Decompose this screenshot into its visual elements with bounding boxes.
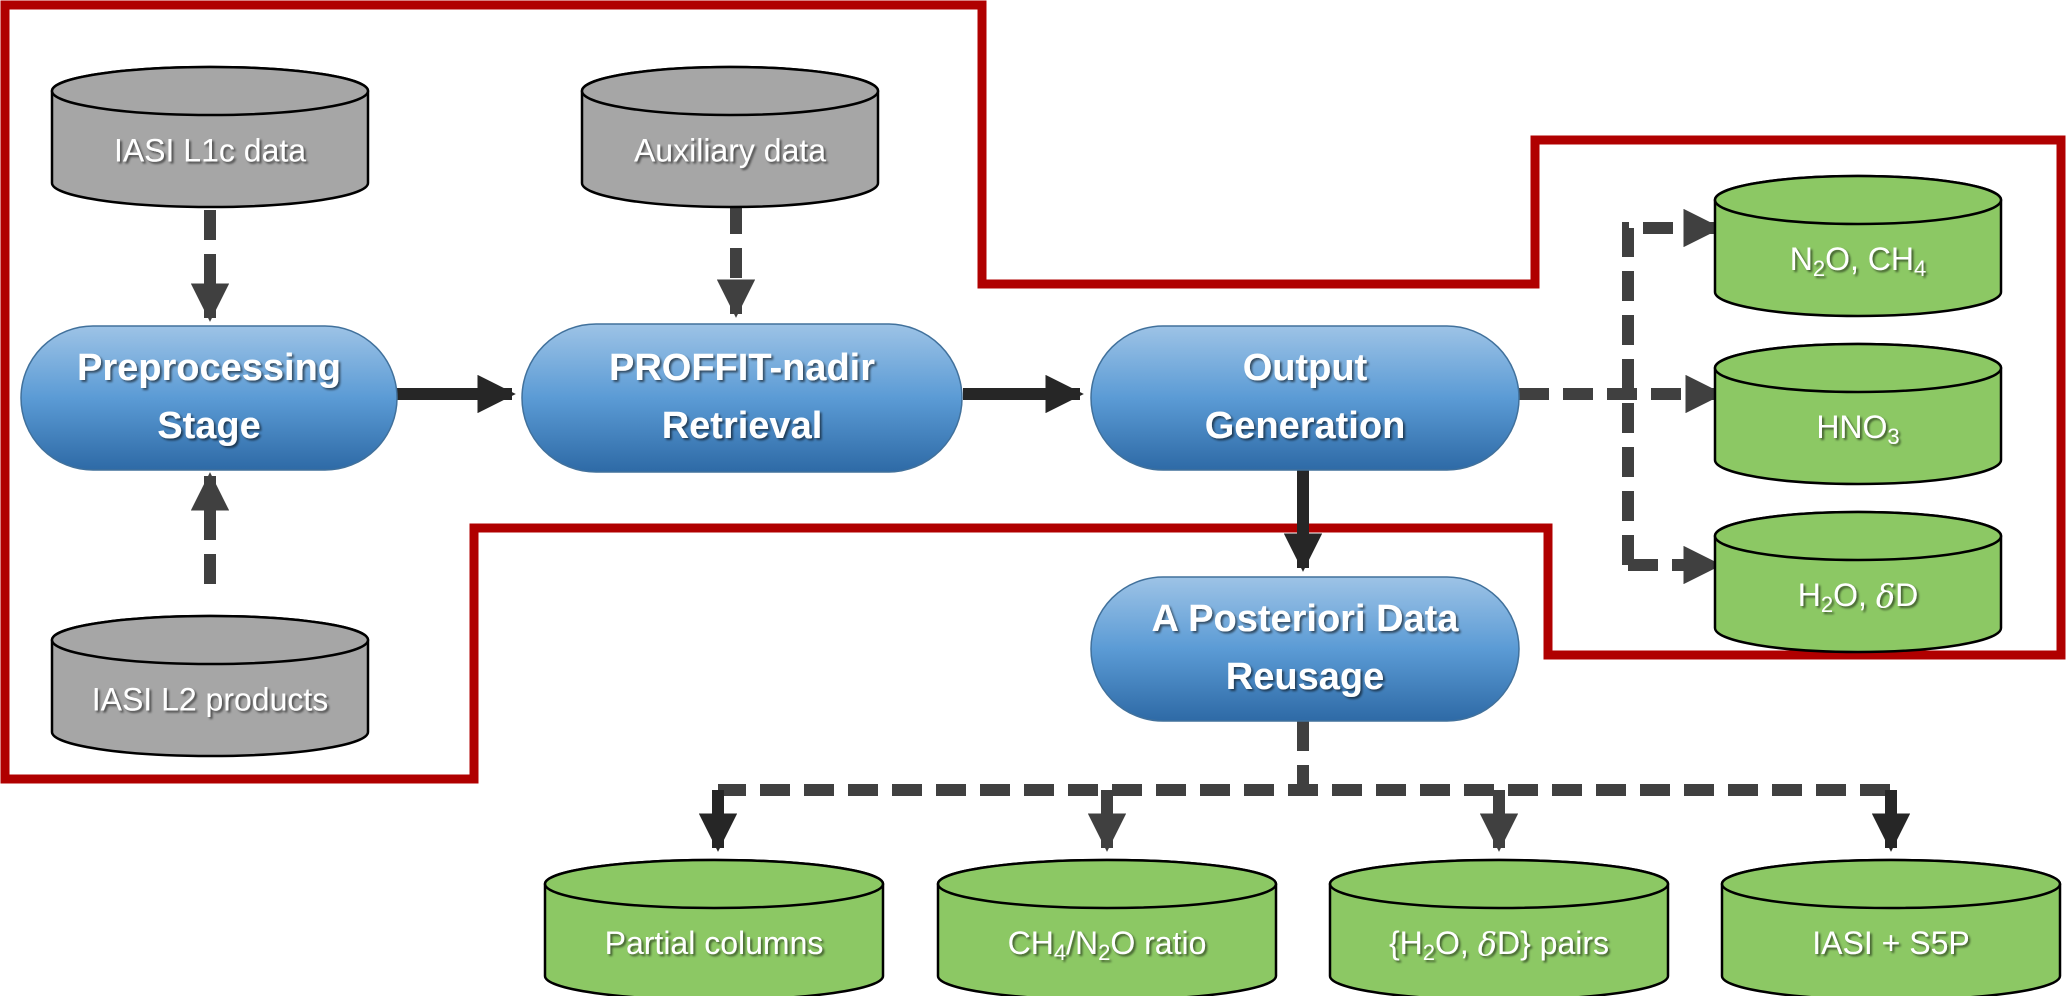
label-part: δ [1478,925,1497,963]
database-label: CH4/N2O ratio [1008,925,1207,964]
process-shape [521,323,963,473]
database-iasi-l2: IASI L2 products [50,614,370,758]
cylinder-top [936,858,1278,910]
process-label-line1: PROFFIT-nadir [609,347,875,389]
label-part: D} pairs [1497,925,1609,961]
label-part: O, CH [1825,241,1914,277]
cylinder-top [50,65,370,117]
database-h2o-dd: H2O, δD [1713,510,2003,654]
database-ch4-n2o-ratio: CH4/N2O ratio [936,858,1278,996]
database-label: Partial columns [605,925,824,961]
edge-output-to-n2o-ch4 [1622,208,1722,565]
cylinder-top [50,614,370,666]
label-part: /N [1066,925,1098,961]
process-label-line2: Generation [1205,405,1406,447]
process-label-line2: Stage [157,405,260,447]
process-shape [1090,325,1520,471]
subscript: 2 [1813,256,1825,281]
database-label: Auxiliary data [634,132,826,168]
label-part: IASI + S5P [1812,925,1969,961]
database-label: IASI L1c data [114,132,306,168]
cylinder-top [1713,174,2003,226]
process-label-line1: Preprocessing [77,347,341,389]
subscript: 3 [1887,424,1899,449]
database-label: IASI L2 products [92,681,329,717]
cylinder-top [1720,858,2062,910]
database-h2o-dd-pairs: {H2O, δD} pairs [1328,858,1670,996]
database-iasi-l1c: IASI L1c data [50,65,370,209]
subscript: 2 [1821,592,1833,617]
database-iasi-s5p: IASI + S5P [1720,858,2062,996]
highlight-outline [0,0,2066,784]
label-part: O, [1435,925,1478,961]
label-part: δ [1876,577,1895,615]
database-label: H2O, δD [1798,577,1918,617]
process-shape [20,325,398,471]
process-label-line2: Reusage [1226,656,1384,698]
cylinder-top [1713,342,2003,394]
process-label-line1: Output [1243,347,1368,389]
label-part: O ratio [1110,925,1206,961]
cylinder-top [580,65,880,117]
subscript: 4 [1914,256,1926,281]
process-shape [1090,576,1520,722]
label-part: CH [1008,925,1054,961]
cylinder-top [1713,510,2003,562]
label-part: HNO [1816,409,1887,445]
label-part: Partial columns [605,925,824,961]
label-part: O, [1833,577,1876,613]
database-label: HNO3 [1816,409,1899,448]
label-part: {H [1389,925,1423,961]
database-auxiliary: Auxiliary data [580,65,880,209]
process-label-line1: A Posteriori Data [1152,598,1460,640]
database-hno3: HNO3 [1713,342,2003,486]
process-label-line2: Retrieval [662,405,823,447]
database-n2o-ch4: N2O, CH4 [1713,174,2003,318]
label-part: N [1790,241,1813,277]
database-label: IASI + S5P [1812,925,1969,961]
database-label: {H2O, δD} pairs [1389,925,1609,965]
database-label: N2O, CH4 [1790,241,1927,280]
subscript: 2 [1098,940,1110,965]
cylinder-top [1328,858,1670,910]
subscript: 2 [1423,940,1435,965]
label-part: H [1798,577,1821,613]
cylinder-top [543,858,885,910]
database-partial-columns: Partial columns [543,858,885,996]
label-part: D [1895,577,1918,613]
subscript: 4 [1054,940,1066,965]
